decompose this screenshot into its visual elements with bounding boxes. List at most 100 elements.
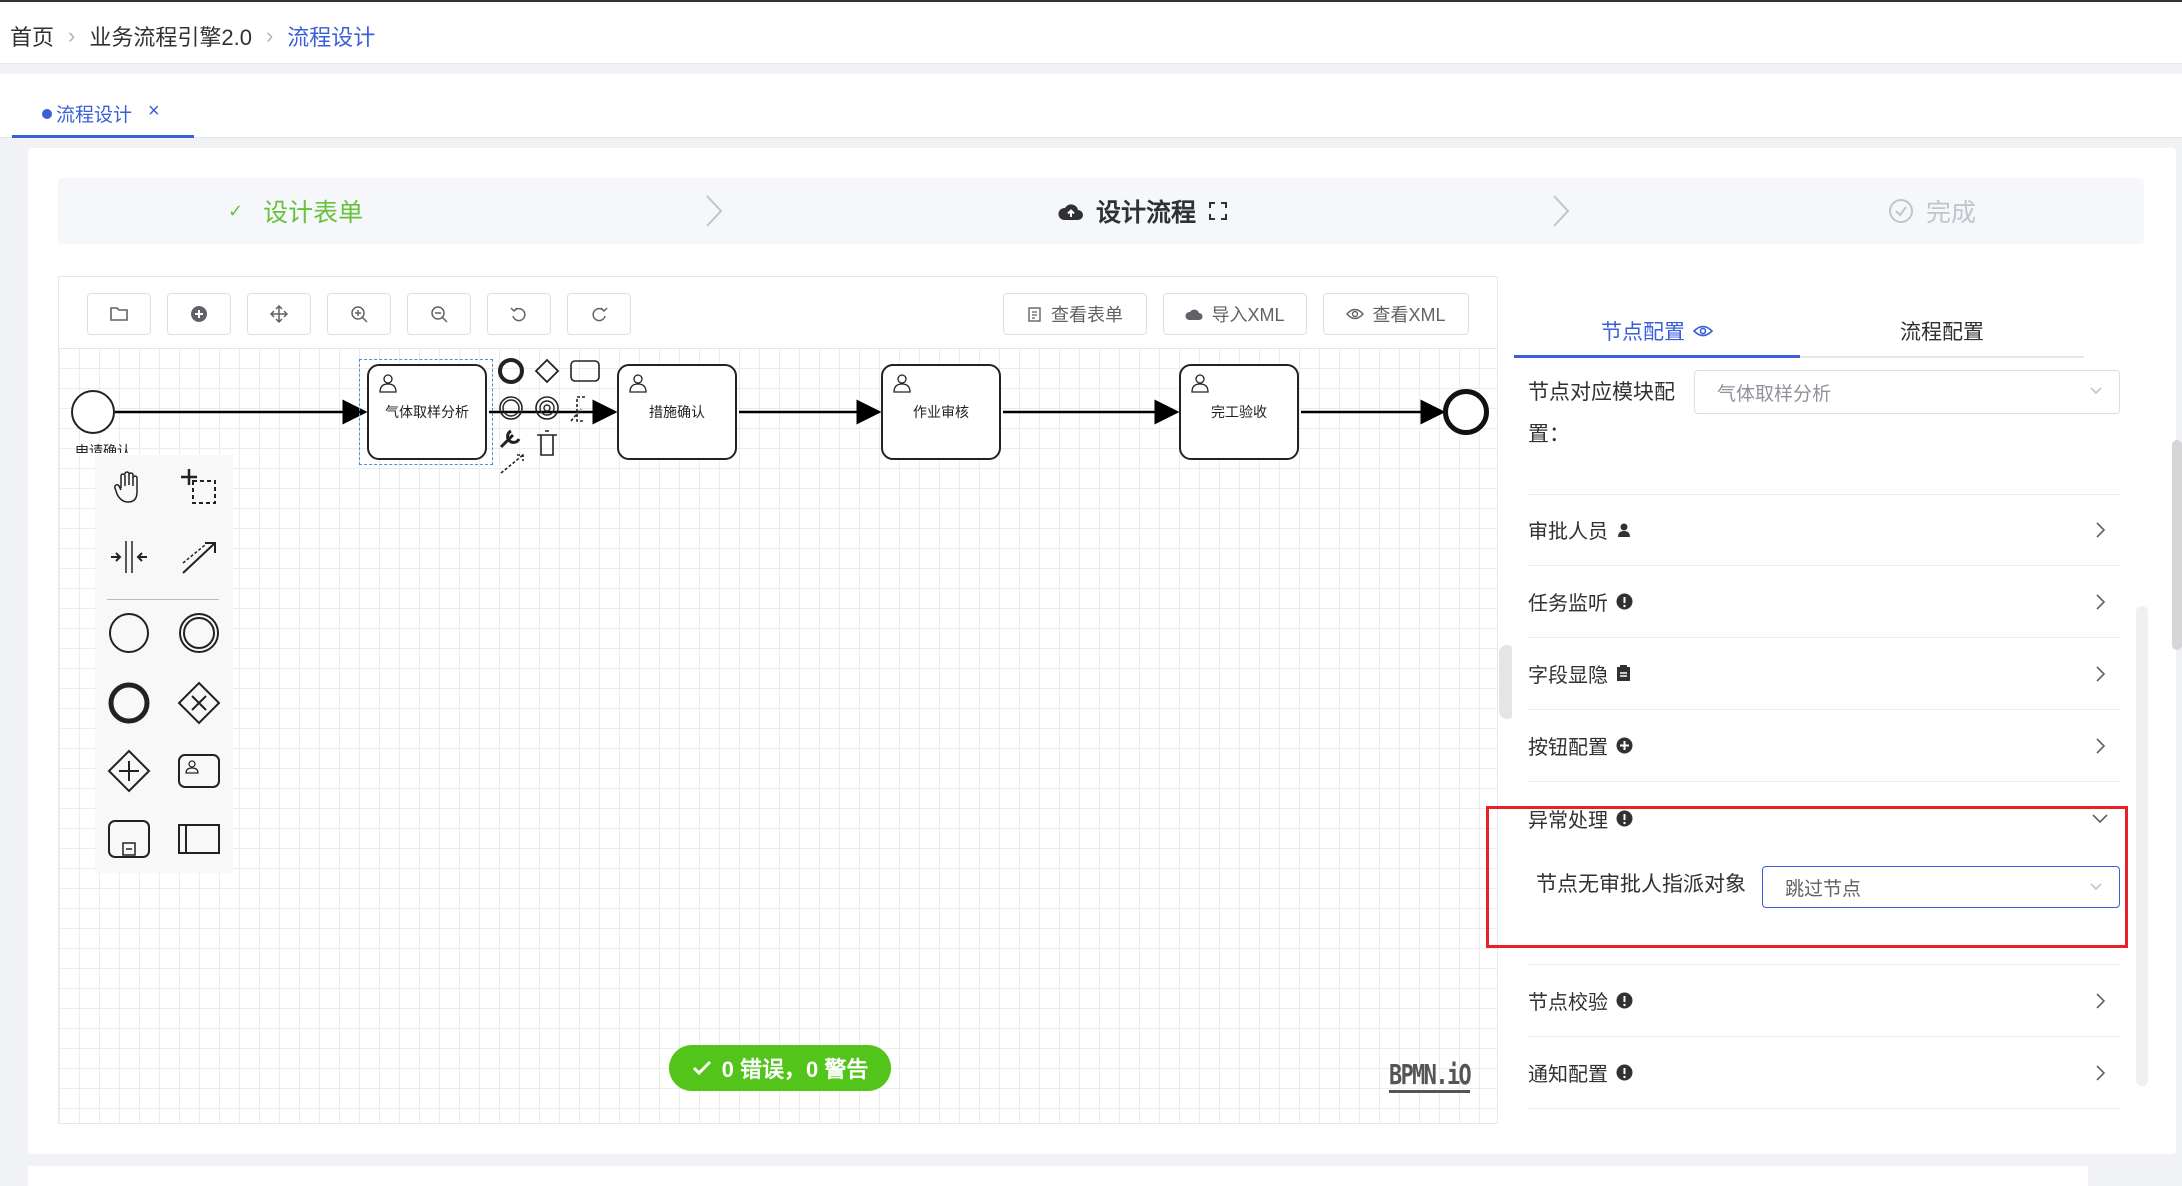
divider <box>1528 964 2120 965</box>
view-form-button[interactable]: 查看表单 <box>1003 293 1147 335</box>
step-label: 设计流程 <box>1096 199 1197 227</box>
user-task[interactable]: 作业审核 <box>881 364 1001 460</box>
circle-check-icon <box>1889 199 1913 223</box>
panel-scrollbar[interactable] <box>2136 606 2148 1086</box>
context-pad[interactable] <box>497 357 627 477</box>
row-notification-config[interactable]: 通知配置 <box>1528 1037 2120 1109</box>
append-timer-event-icon[interactable] <box>535 396 559 420</box>
exclamation-circle-icon <box>1616 810 1633 827</box>
button-label: 查看XML <box>1372 305 1446 325</box>
row-label: 字段显隐 <box>1528 665 1608 687</box>
start-event-tool-icon[interactable] <box>107 611 151 655</box>
close-icon[interactable]: × <box>148 100 160 122</box>
designer-toolbar: 查看表单 导入XML 查看XML <box>59 277 1497 349</box>
step-design-form[interactable]: ✓ 设计表单 <box>228 178 363 244</box>
step-label: 设计表单 <box>263 199 364 227</box>
zoom-in-icon <box>351 306 368 323</box>
open-file-button[interactable] <box>87 293 151 335</box>
step-design-process[interactable]: 设计流程 <box>1058 178 1228 244</box>
row-task-listener[interactable]: 任务监听 <box>1528 566 2120 638</box>
import-xml-button[interactable]: 导入XML <box>1163 293 1307 335</box>
undo-button[interactable] <box>487 293 551 335</box>
no-approver-select[interactable]: 跳过节点 <box>1762 866 2120 908</box>
zoom-out-button[interactable] <box>407 293 471 335</box>
end-event-tool-icon[interactable] <box>107 681 151 725</box>
task-label: 气体取样分析 <box>385 404 469 420</box>
pool-tool-icon[interactable] <box>177 817 221 861</box>
row-label: 按钮配置 <box>1528 737 1608 759</box>
step-complete[interactable]: 完成 <box>1888 178 1976 244</box>
trash-icon[interactable] <box>537 430 557 456</box>
space-tool-icon[interactable] <box>107 535 151 579</box>
module-config-label: 节点对应模块配置： <box>1528 381 1675 446</box>
zoom-in-button[interactable] <box>327 293 391 335</box>
breadcrumb-separator-icon: › <box>68 23 76 48</box>
page-scrollbar[interactable] <box>2172 440 2182 650</box>
eye-icon <box>1693 325 1713 336</box>
append-task-icon[interactable] <box>570 360 600 382</box>
hand-tool-icon[interactable] <box>107 465 151 509</box>
step-chevron-icon <box>1553 195 1570 227</box>
exclamation-circle-icon <box>1616 1064 1633 1081</box>
breadcrumb-home[interactable]: 首页 <box>10 25 55 50</box>
resize-handle[interactable] <box>1499 645 1515 719</box>
clipboard-icon <box>1616 665 1631 682</box>
user-task-tool-icon[interactable] <box>177 749 221 793</box>
row-node-validation[interactable]: 节点校验 <box>1528 965 2120 1037</box>
user-icon <box>893 374 911 393</box>
intermediate-event-tool-icon[interactable] <box>177 611 221 655</box>
connect-arrow-icon[interactable] <box>500 454 524 474</box>
chevron-right-icon <box>2096 1065 2106 1081</box>
row-label: 审批人员 <box>1528 521 1608 543</box>
fullscreen-icon[interactable] <box>1208 201 1228 221</box>
wrench-icon[interactable] <box>499 429 521 449</box>
step-label: 完成 <box>1926 199 1977 227</box>
plus-circle-icon <box>1616 737 1633 754</box>
chevron-right-icon <box>2096 522 2106 538</box>
lint-status-badge[interactable]: 0 错误，0 警告 <box>669 1045 891 1091</box>
row-button-config[interactable]: 按钮配置 <box>1528 710 2120 782</box>
cloud-upload-icon <box>1058 204 1083 220</box>
tab-process-design[interactable]: 流程设计 × <box>12 92 194 138</box>
steps-bar: ✓ 设计表单 设计流程 完成 <box>58 178 2144 244</box>
highlight-box <box>1486 806 2128 948</box>
redo-button[interactable] <box>567 293 631 335</box>
append-intermediate-event-icon[interactable] <box>499 396 523 420</box>
breadcrumb: 首页 › 业务流程引擎2.0 › 流程设计 <box>10 20 375 52</box>
breadcrumb-engine[interactable]: 业务流程引擎2.0 <box>89 25 252 50</box>
divider <box>1528 494 2120 495</box>
chevron-right-icon <box>2096 666 2106 682</box>
user-task[interactable]: 气体取样分析 <box>367 364 487 460</box>
task-label: 完工验收 <box>1211 404 1267 420</box>
view-xml-button[interactable]: 查看XML <box>1323 293 1469 335</box>
sequence-flows <box>115 399 1446 425</box>
tab-node-config[interactable]: 节点配置 <box>1514 306 1800 358</box>
chevron-down-icon <box>2092 814 2108 824</box>
lasso-tool-icon[interactable] <box>177 465 221 509</box>
start-event[interactable] <box>71 390 115 434</box>
user-task[interactable]: 措施确认 <box>617 364 737 460</box>
button-label: 查看表单 <box>1051 305 1123 325</box>
end-event[interactable] <box>1443 389 1489 435</box>
tab-flow-config[interactable]: 流程配置 <box>1900 321 1984 344</box>
row-approver[interactable]: 审批人员 <box>1528 494 2120 566</box>
panel-tabs: 节点配置 流程配置 <box>1514 306 2084 358</box>
global-connect-tool-icon[interactable] <box>177 535 221 579</box>
row-exception-handling[interactable]: 异常处理 <box>1528 782 2120 854</box>
row-field-visibility[interactable]: 字段显隐 <box>1528 638 2120 710</box>
fit-view-button[interactable] <box>247 293 311 335</box>
append-gateway-icon[interactable] <box>534 358 560 384</box>
parallel-gateway-tool-icon[interactable] <box>107 749 151 793</box>
subprocess-tool-icon[interactable] <box>107 817 151 861</box>
move-icon <box>270 305 288 323</box>
user-task[interactable]: 完工验收 <box>1179 364 1299 460</box>
append-end-event-icon[interactable] <box>498 358 524 384</box>
task-label: 作业审核 <box>913 404 969 420</box>
new-diagram-button[interactable] <box>167 293 231 335</box>
exclusive-gateway-tool-icon[interactable] <box>177 681 221 725</box>
bpmn-canvas[interactable]: 查看表单 导入XML 查看XML 申请确认 气体取样分析 措施确认 作业审核 <box>58 276 1515 1124</box>
module-select[interactable]: 气体取样分析 <box>1694 370 2120 414</box>
bpmn-io-logo[interactable]: BPMN.iO <box>1389 1058 1472 1093</box>
text-annotation-icon[interactable] <box>570 396 585 422</box>
top-bar: 首页 › 业务流程引擎2.0 › 流程设计 <box>0 0 2182 64</box>
